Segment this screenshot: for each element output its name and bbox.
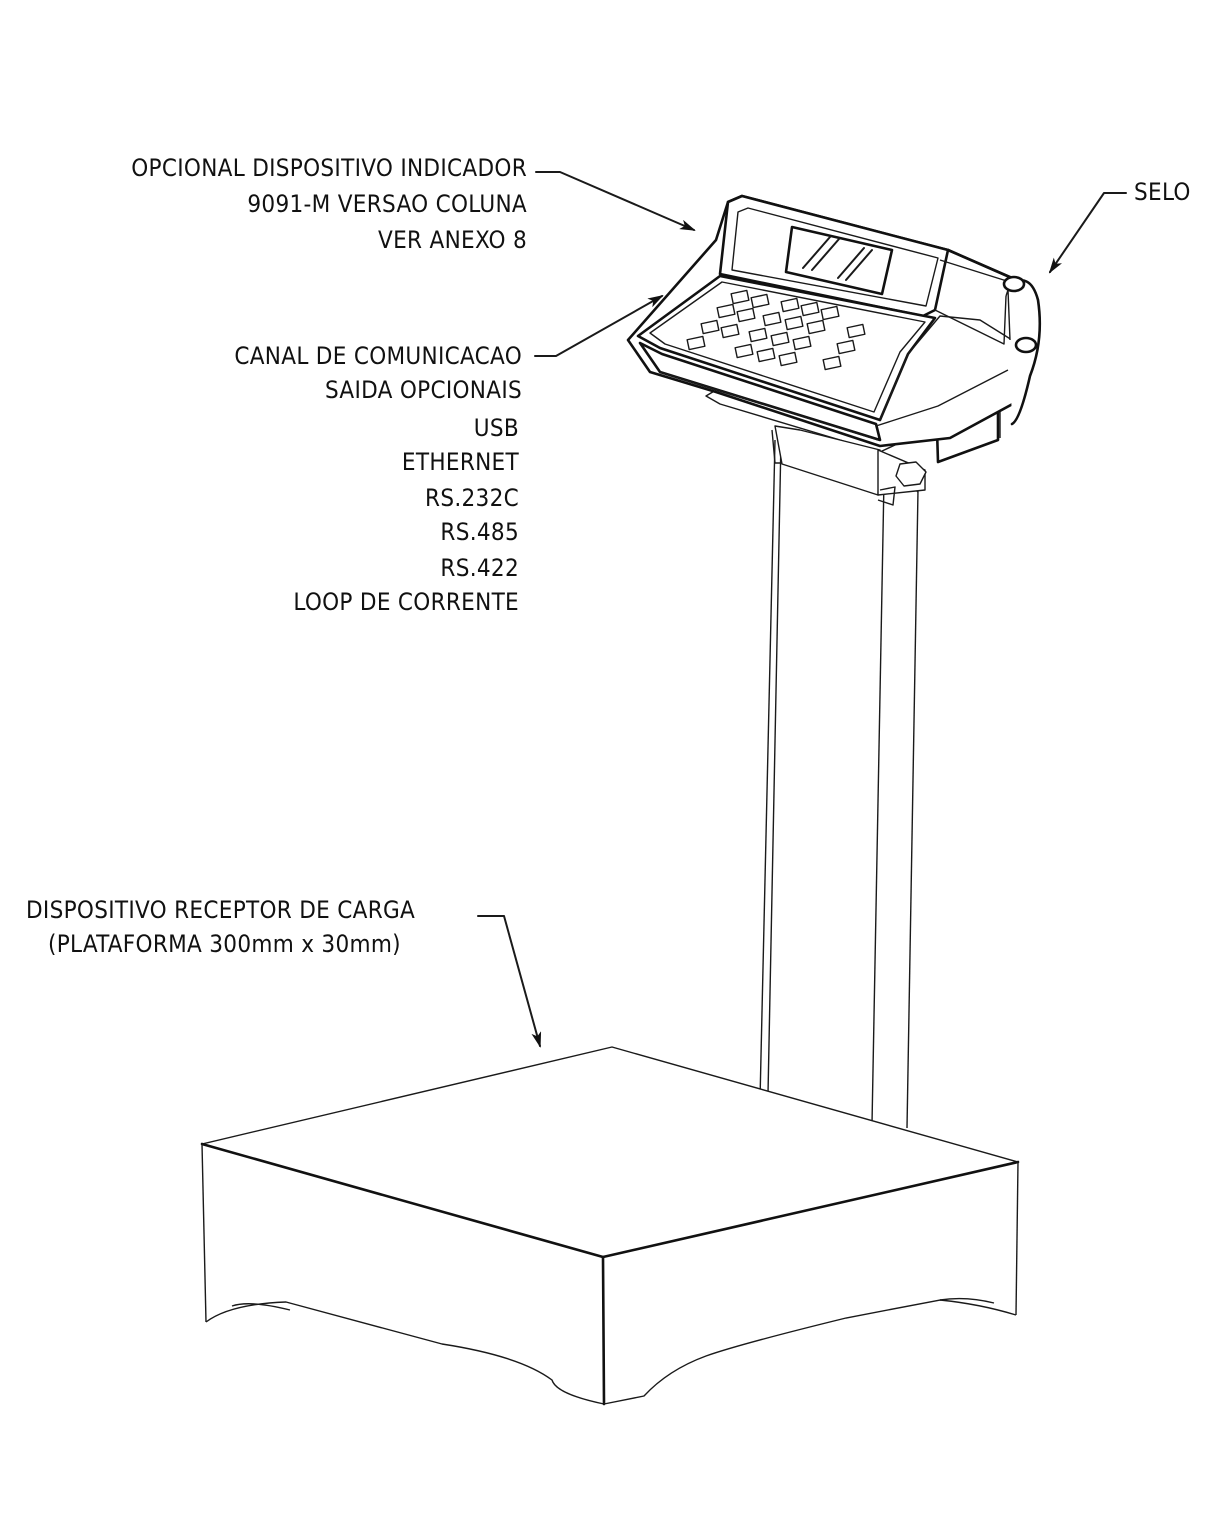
comm-option-rs422: RS.422	[440, 554, 519, 582]
comm-leader-arrow	[534, 295, 664, 357]
keypad-keys	[686, 289, 866, 371]
seal-label: SELO	[1134, 178, 1191, 206]
seal-handle	[1002, 275, 1042, 426]
indicator-leader-arrow	[535, 171, 696, 231]
comm-option-usb: USB	[474, 414, 519, 442]
comm-label-line1: CANAL DE COMUNICACAO	[234, 342, 522, 370]
load-receptor-platform	[200, 1046, 1020, 1406]
receptor-label: DISPOSITIVO RECEPTOR DE CARGA (PLATAFORM…	[26, 896, 415, 958]
comm-option-rs232c: RS.232C	[425, 484, 519, 512]
indicator-label-line1: OPCIONAL DISPOSITIVO INDICADOR	[131, 154, 527, 182]
seal-leader-arrow	[1048, 192, 1127, 274]
comm-option-ethernet: ETHERNET	[402, 448, 520, 476]
comm-option-rs485: RS.485	[440, 518, 519, 546]
comm-label-line2: SAIDA OPCIONAIS	[325, 376, 522, 404]
indicator-label-line3: VER ANEXO 8	[378, 226, 527, 254]
indicator-label: OPCIONAL DISPOSITIVO INDICADOR 9091-M VE…	[131, 154, 527, 254]
platform-top	[201, 1046, 1019, 1258]
indicator-unit	[626, 194, 1042, 448]
comm-option-current-loop: LOOP DE CORRENTE	[293, 588, 519, 616]
receptor-label-line2: (PLATAFORMA 300mm x 30mm)	[48, 930, 401, 958]
column	[759, 429, 919, 1129]
receptor-leader-arrow	[477, 915, 542, 1048]
comm-channel-label: CANAL DE COMUNICACAO SAIDA OPCIONAIS USB…	[234, 342, 522, 616]
indicator-label-line2: 9091-M VERSAO COLUNA	[247, 190, 527, 218]
display-window	[784, 225, 894, 296]
receptor-label-line1: DISPOSITIVO RECEPTOR DE CARGA	[26, 896, 415, 924]
